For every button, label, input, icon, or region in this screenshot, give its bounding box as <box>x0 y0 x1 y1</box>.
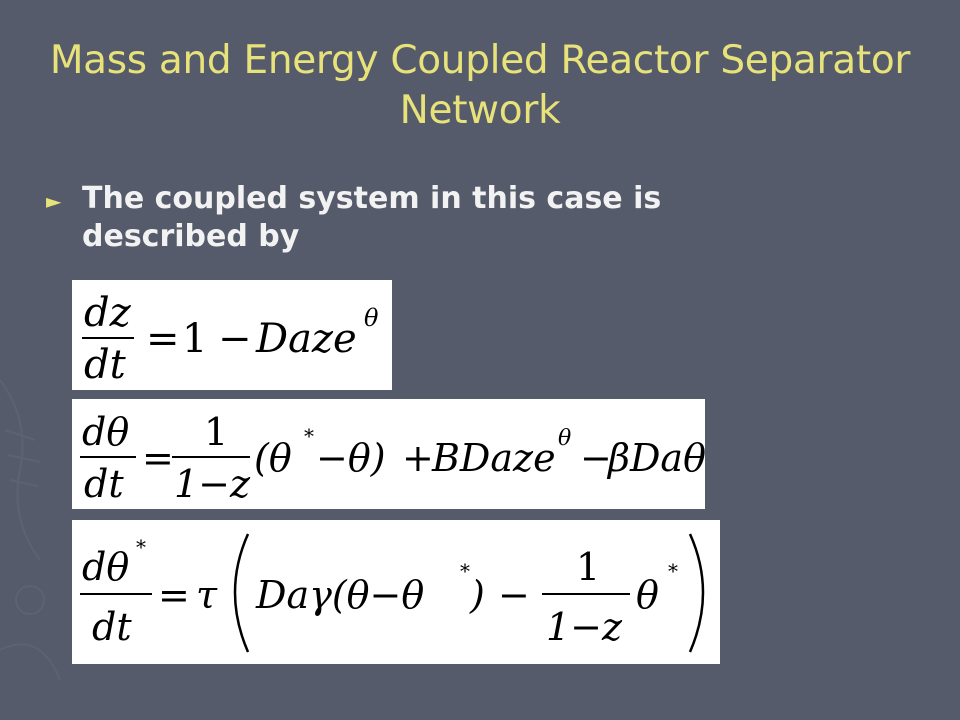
eq3-equals: = <box>158 573 190 617</box>
eq3-numerator: dθ <box>82 545 129 589</box>
eq3-denominator: dt <box>92 605 132 649</box>
eq3-inner: Daγ(θ−θ <box>255 573 424 617</box>
eq3-big-paren-left <box>233 533 250 653</box>
eq3-star-inner: * <box>460 559 470 583</box>
eq1-exponent: θ <box>364 304 379 332</box>
eq2-frac-denominator: 1−z <box>174 462 251 506</box>
eq1-denominator: dt <box>84 342 127 388</box>
eq3-theta: θ <box>636 573 659 617</box>
equation-2: dθ dt = 1 1−z (θ * −θ) + BDaze θ − βDaθ <box>72 399 705 509</box>
eq3-big-paren-right <box>688 533 705 653</box>
triangle-bullet-icon: ► <box>46 189 62 213</box>
eq2-plus: + <box>402 436 434 480</box>
eq2-frac-numerator: 1 <box>204 410 228 454</box>
eq2-numerator: dθ <box>82 410 129 454</box>
eq2-tail: βDaθ <box>606 436 705 480</box>
eq3-tau: τ <box>196 573 218 617</box>
eq1-equals: = <box>146 316 180 362</box>
eq1-numerator: dz <box>84 290 132 336</box>
slide-title: Mass and Energy Coupled Reactor Separato… <box>49 38 911 133</box>
eq3-frac-numerator: 1 <box>576 545 600 589</box>
equation-1: dz dt = 1 − Daze θ <box>72 280 392 390</box>
equation-3: dθ * dt = τ Daγ(θ−θ * ) − 1 1−z θ * <box>72 520 720 664</box>
eq2-paren-rest: −θ) <box>316 436 386 480</box>
eq1-minus: − <box>218 316 252 362</box>
eq3-star-lhs: * <box>136 535 146 559</box>
eq3-frac-denominator: 1−z <box>546 605 623 649</box>
eq3-star-end: * <box>668 559 678 583</box>
eq2-equals: = <box>142 436 174 480</box>
eq2-star: * <box>304 424 314 448</box>
eq2-paren-open: (θ <box>254 436 292 480</box>
bullet-item: ► The coupled system in this case is des… <box>46 180 686 256</box>
eq3-minus: − <box>498 573 530 617</box>
eq2-minus: − <box>580 436 612 480</box>
eq3-inner-close: ) <box>469 573 485 617</box>
eq2-bdaze: BDaze <box>431 436 556 480</box>
eq1-one: 1 <box>182 316 207 362</box>
bullet-text: The coupled system in this case is descr… <box>82 181 662 254</box>
eq2-denominator: dt <box>84 462 124 506</box>
eq1-rhs: Daze <box>255 316 357 362</box>
eq2-exponent: θ <box>558 426 571 451</box>
